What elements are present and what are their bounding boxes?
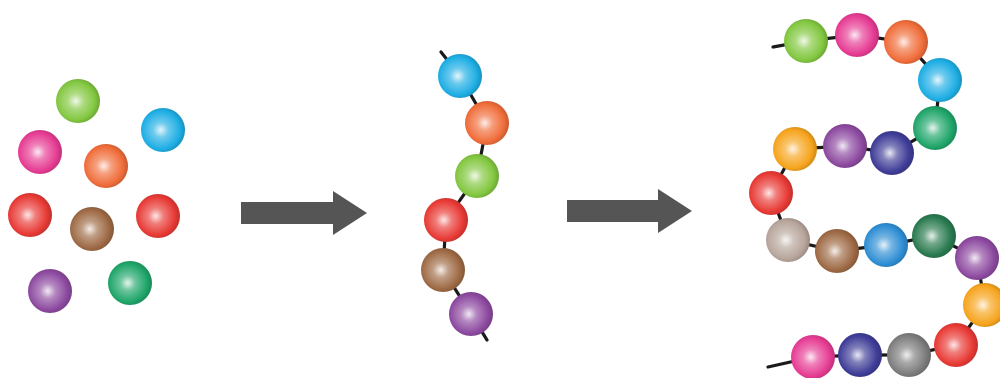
amino-acid-bead-cyan [438,54,482,98]
amino-acid-bead-pink [835,13,879,57]
amino-acid-bead-pink [18,130,62,174]
amino-acid-bead-cyan [918,58,962,102]
long-chain-group [749,13,1000,378]
amino-acid-bead-blue [864,223,908,267]
amino-acid-bead-orange [884,20,928,64]
amino-acid-bead-purple [823,124,867,168]
amino-acid-bead-red [136,194,180,238]
amino-acid-bead-red [424,198,468,242]
amino-acid-bead-red [934,323,978,367]
amino-acid-bead-yellow [963,283,1000,327]
amino-acid-bead-gray [887,333,931,377]
amino-acid-bead-emerald [913,106,957,150]
amino-acid-bead-green [455,154,499,198]
amino-acid-bead-beige [766,218,810,262]
amino-acid-bead-red [8,193,52,237]
amino-acid-bead-orange [465,101,509,145]
amino-acid-bead-navy [838,333,882,377]
free-amino-acids-group [8,79,185,313]
amino-acid-bead-green [784,19,828,63]
amino-acid-bead-navy [870,131,914,175]
amino-acid-bead-orange [84,144,128,188]
amino-acid-bead-brown [70,207,114,251]
amino-acid-bead-darkgreen [912,214,956,258]
amino-acid-bead-purple [28,269,72,313]
amino-acid-bead-pink [791,335,835,378]
amino-acid-bead-cyan [141,108,185,152]
amino-acid-bead-brown [421,248,465,292]
amino-acid-bead-green [56,79,100,123]
amino-acid-bead-red [749,171,793,215]
amino-acid-bead-purple [449,292,493,336]
short-chain-group [421,50,509,342]
amino-acid-bead-brown [815,229,859,273]
arrows-group [241,189,692,235]
amino-acid-bead-purple [955,236,999,280]
amino-acid-bead-yellow [773,127,817,171]
arrow-2 [567,189,692,233]
amino-acid-bead-emerald [108,261,152,305]
arrow-1 [241,191,367,235]
